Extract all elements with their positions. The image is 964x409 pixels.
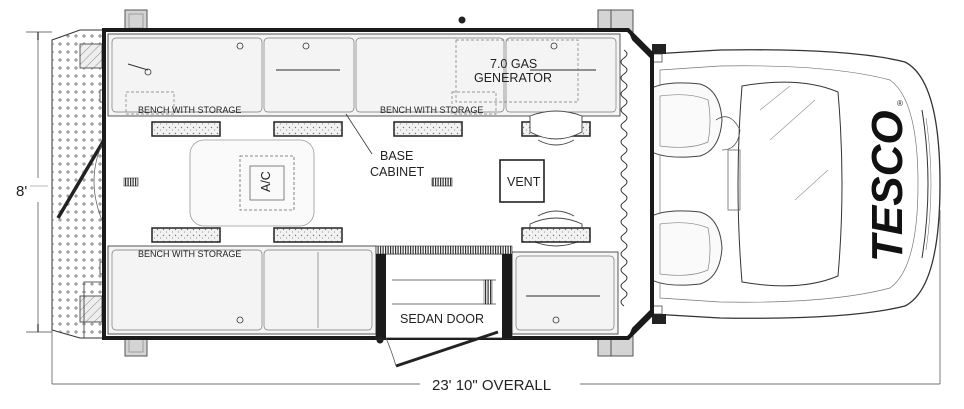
windshield — [737, 81, 843, 287]
vent — [499, 159, 545, 203]
base-cabinet-label-1: BASE — [380, 149, 413, 163]
sedan-door-label: SEDAN DOOR — [400, 312, 484, 326]
ac-unit — [189, 139, 315, 227]
floor-grille-right — [431, 177, 453, 187]
generator-label-2: GENERATOR — [474, 71, 552, 85]
bench-top: BENCH WITH STORAGE BENCH WITH STORAGE 7.… — [107, 16, 621, 117]
driver-seat — [647, 82, 723, 158]
passenger-seat — [647, 210, 723, 286]
registered-mark: ® — [897, 99, 903, 108]
ac-label: A/C — [259, 171, 273, 192]
vent-label: VENT — [507, 175, 541, 189]
sedan-door-leaf — [395, 330, 499, 368]
bench-top-right-label: BENCH WITH STORAGE — [380, 105, 483, 115]
bench-bottom: BENCH WITH STORAGE — [107, 245, 619, 335]
generator-outline — [455, 39, 579, 103]
front-wall — [620, 49, 628, 307]
floor-center: A/C VENT BASE CABINET — [123, 113, 545, 227]
width-dimension-label: 8' — [16, 183, 27, 200]
truck-cab: TESCO ® — [647, 44, 941, 324]
seat-cushions-bottom — [151, 227, 591, 243]
mirror-top — [652, 44, 666, 54]
mirror-bottom — [652, 314, 666, 324]
base-cabinet-label-2: CABINET — [370, 165, 425, 179]
tesco-logo: TESCO — [863, 110, 912, 262]
bench-top-left-label: BENCH WITH STORAGE — [138, 105, 241, 115]
sedan-door-area: SEDAN DOOR — [375, 245, 513, 368]
dimension-width: 8' — [16, 31, 52, 333]
length-dimension-label: 23' 10" OVERALL — [432, 377, 551, 394]
floor-grille-left — [123, 177, 139, 187]
bench-bottom-left-label: BENCH WITH STORAGE — [138, 249, 241, 259]
dimension-length: 23' 10" OVERALL — [51, 210, 941, 394]
generator-label-1: 7.0 GAS — [490, 57, 537, 71]
